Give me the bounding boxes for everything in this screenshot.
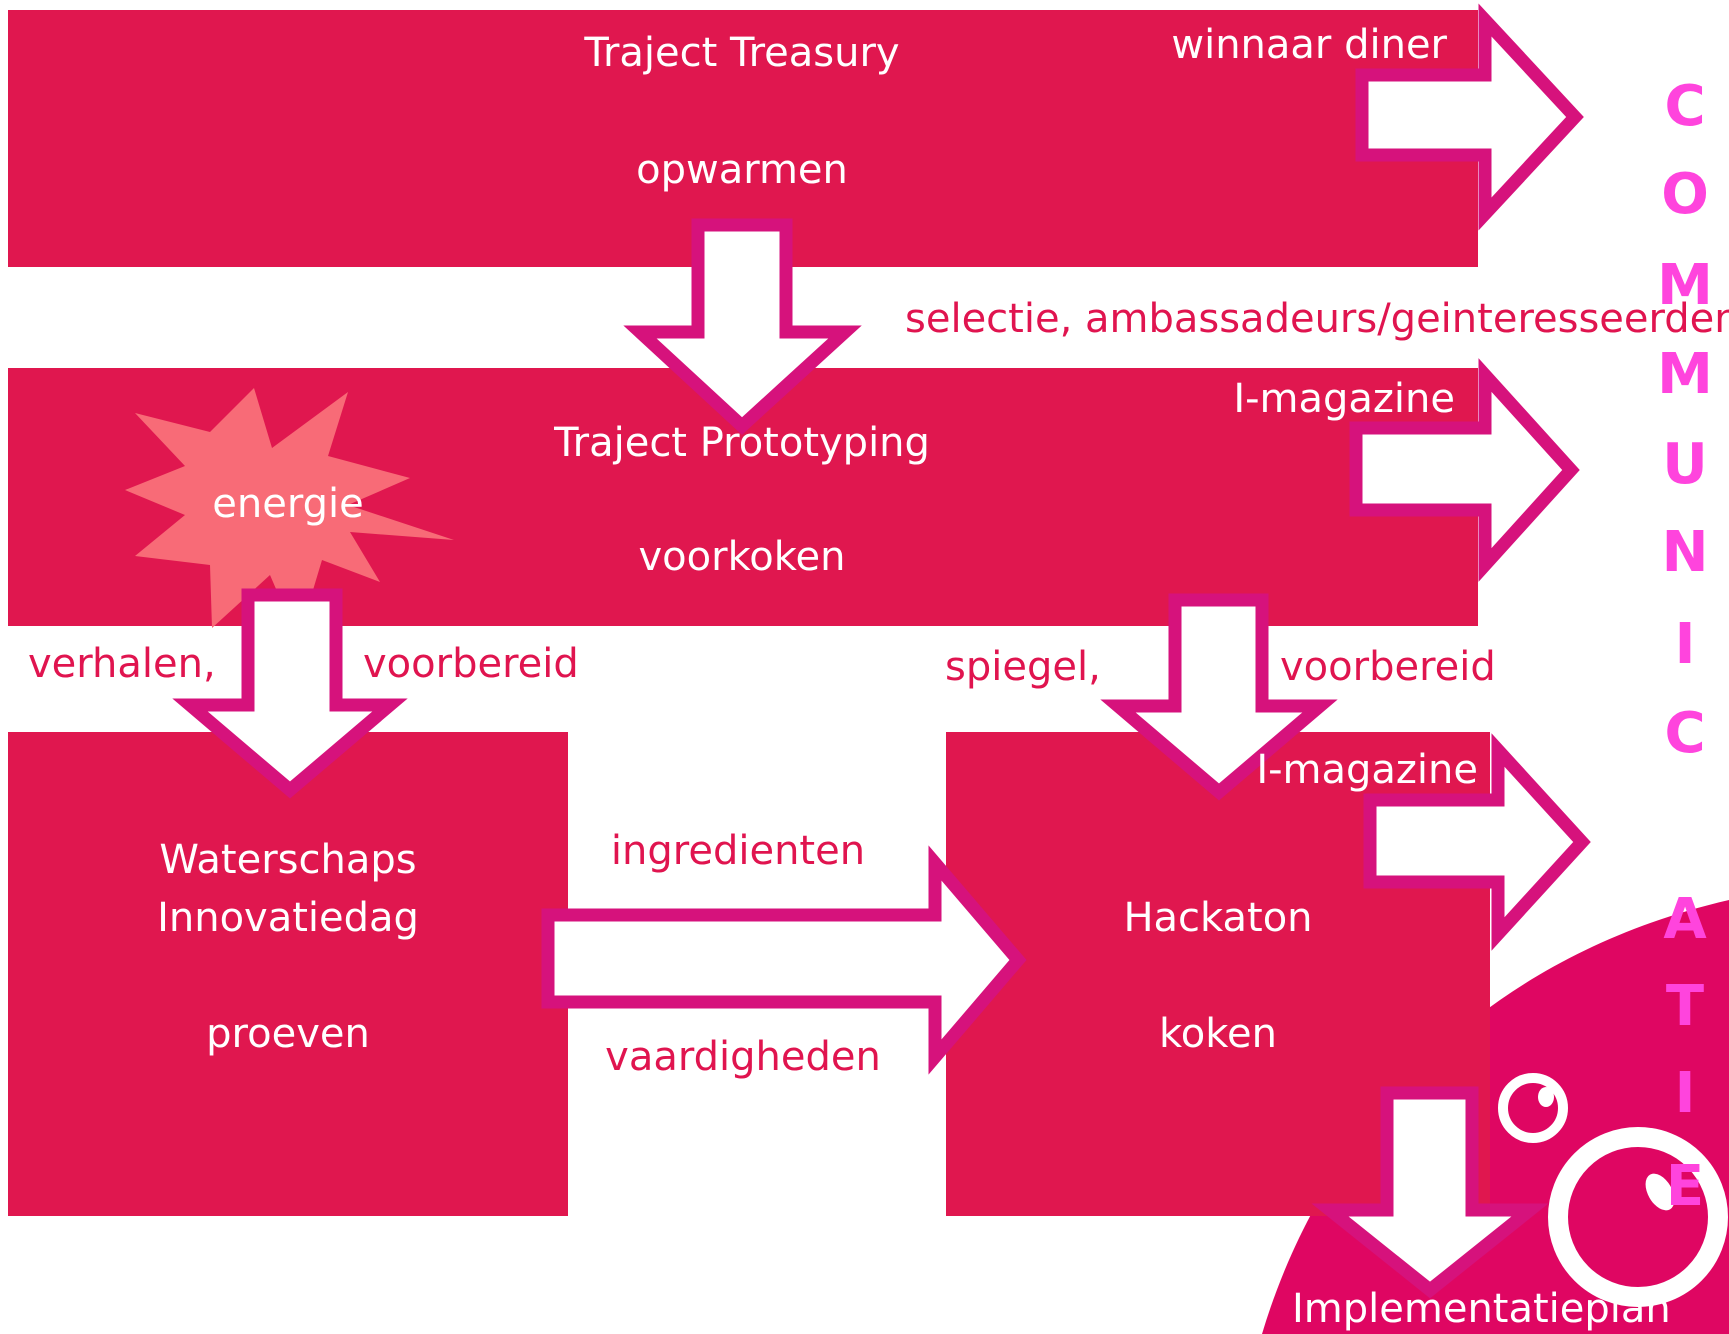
ring-circle-small-icon: [1498, 1073, 1568, 1143]
communicatie-letter: T: [1666, 974, 1704, 1039]
communicatie-letter: M: [1657, 253, 1713, 318]
treasury-subtitle: opwarmen: [636, 147, 848, 193]
communicatie-letter: U: [1662, 432, 1707, 497]
communicatie-letter: I: [1675, 1061, 1696, 1126]
energie-burst: [125, 388, 454, 640]
communicatie-letter: N: [1662, 520, 1709, 585]
treasury-title: Traject Treasury: [583, 30, 899, 76]
communicatie-letter: I: [1675, 612, 1696, 677]
right-arrow-imagazine-bottom: [1363, 733, 1591, 951]
communicatie-letter: A: [1663, 887, 1707, 952]
spiegel-label: spiegel,: [945, 644, 1101, 690]
communicatie-letter: C: [1664, 701, 1705, 766]
i-magazine-top-label: I-magazine: [1233, 376, 1455, 422]
communicatie-letter: O: [1661, 162, 1709, 227]
waterschaps-title-line1: Waterschaps: [159, 837, 416, 883]
vaardigheden-label: vaardigheden: [605, 1034, 881, 1080]
prototyping-title: Traject Prototyping: [553, 420, 930, 466]
right-arrow-ingredients: [541, 845, 1027, 1075]
waterschaps-subtitle: proeven: [206, 1011, 370, 1057]
right-arrow-imagazine-top: [1349, 358, 1580, 582]
voorbereid-left-label: voorbereid: [363, 641, 579, 687]
voorbereid-right-label: voorbereid: [1280, 644, 1496, 690]
down-arrow-implementatie: [1311, 1086, 1549, 1299]
i-magazine-bottom-label: I-magazine: [1256, 747, 1478, 793]
selectie-label: selectie, ambassadeurs/geinteresseerden: [905, 296, 1729, 342]
hackaton-title: Hackaton: [1123, 895, 1312, 941]
verhalen-label: verhalen,: [28, 641, 216, 687]
down-arrow-hackaton: [1100, 593, 1338, 801]
implementatieplan-label: Implementatieplan: [1292, 1286, 1671, 1332]
ingredienten-label: ingredienten: [611, 828, 865, 874]
winnaar-diner-label: winnaar diner: [1171, 22, 1447, 68]
down-arrow-waterschaps: [172, 588, 408, 799]
communicatie-letter: E: [1666, 1154, 1704, 1219]
hackaton-subtitle: koken: [1159, 1011, 1277, 1057]
communicatie-letter: M: [1657, 342, 1713, 407]
communicatie-letter: C: [1664, 74, 1705, 139]
ring-circle-large-icon: [1548, 1127, 1728, 1307]
box-waterschaps: [8, 732, 568, 1216]
down-arrow-treasury: [623, 218, 862, 435]
prototyping-subtitle: voorkoken: [639, 534, 846, 580]
right-arrow-winnaar: [1355, 3, 1584, 231]
waterschaps-title-line2: Innovatiedag: [157, 895, 419, 941]
energie-label: energie: [212, 481, 363, 527]
